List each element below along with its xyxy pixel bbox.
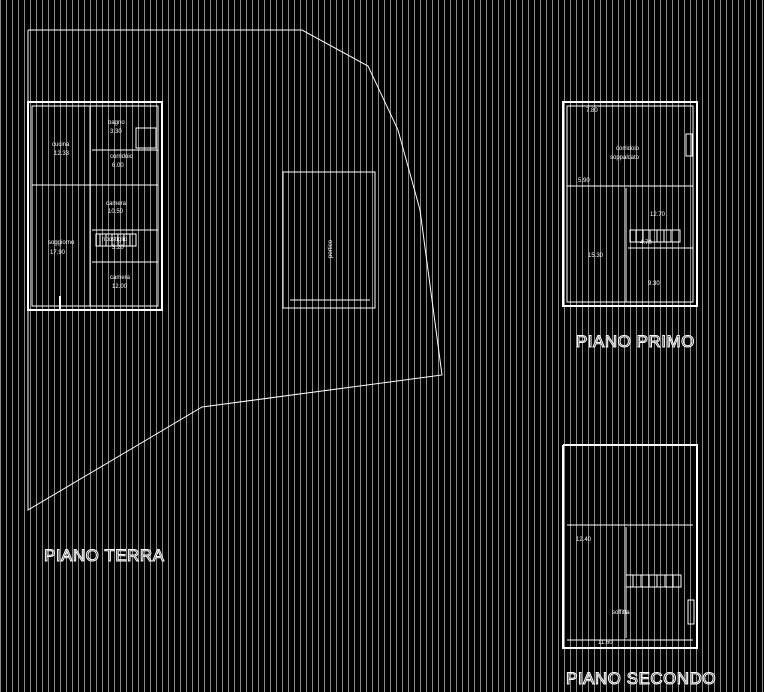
room-name: soggiorno (48, 240, 75, 246)
room-name: bagno (108, 120, 125, 126)
room-area: 12.00 (112, 284, 128, 290)
primo-inner-wall (566, 105, 694, 303)
terra-fixture (135, 127, 157, 149)
plan-piano-terra: cucina 12.33 bagno 3.30 corridoio 6.00 c… (27, 101, 163, 311)
room-area: 5.90 (578, 178, 590, 184)
primo-outer-wall (562, 101, 698, 307)
floor-title-piano-primo: PIANO PRIMO (576, 332, 695, 351)
room-name: corridoio (616, 146, 640, 152)
terra-outer-wall (27, 101, 163, 311)
room-area: 12.40 (576, 537, 592, 543)
room-area: 3.20 (112, 245, 124, 251)
room-area: 12.70 (650, 212, 666, 218)
room-name: camera (110, 275, 131, 281)
secondo-outer-wall (562, 444, 698, 649)
room-area: 9.30 (648, 281, 660, 287)
room-area: 10.50 (108, 209, 124, 215)
room-name: camera (106, 201, 127, 207)
room-area: 4.70 (640, 240, 652, 246)
room-name: ripostiglio (102, 237, 128, 243)
terra-inner-wall (31, 105, 159, 307)
floor-title-piano-terra: PIANO TERRA (43, 546, 165, 565)
room-name: cucina (52, 142, 70, 148)
room-name: portico (328, 239, 334, 258)
primo-stair (629, 229, 681, 243)
terra-stair (95, 233, 137, 247)
primo-window (685, 133, 693, 157)
room-area: 11.60 (598, 640, 613, 646)
portico-outline (282, 171, 376, 309)
plan-piano-primo: 7.80 corridoio soppalcato 5.90 12.70 4.7… (562, 101, 698, 307)
plan-portico: portico (282, 171, 376, 309)
plan-piano-secondo: 12.40 soffitta 11.60 (562, 444, 698, 649)
floor-title-piano-secondo: PIANO SECONDO (565, 669, 717, 688)
room-area: 15.30 (588, 253, 604, 259)
room-area: 12.33 (54, 151, 70, 157)
room-area: soffitta (612, 610, 630, 616)
lot-boundary (27, 29, 443, 511)
room-area: 6.00 (112, 163, 124, 169)
secondo-stair (625, 574, 682, 588)
room-area: 7.80 (586, 108, 598, 114)
secondo-window (687, 599, 695, 625)
room-name: corridoio (110, 154, 134, 160)
room-area: 17.90 (50, 250, 66, 256)
room-area: 3.30 (110, 129, 122, 135)
room-area: soppalcato (610, 155, 640, 161)
